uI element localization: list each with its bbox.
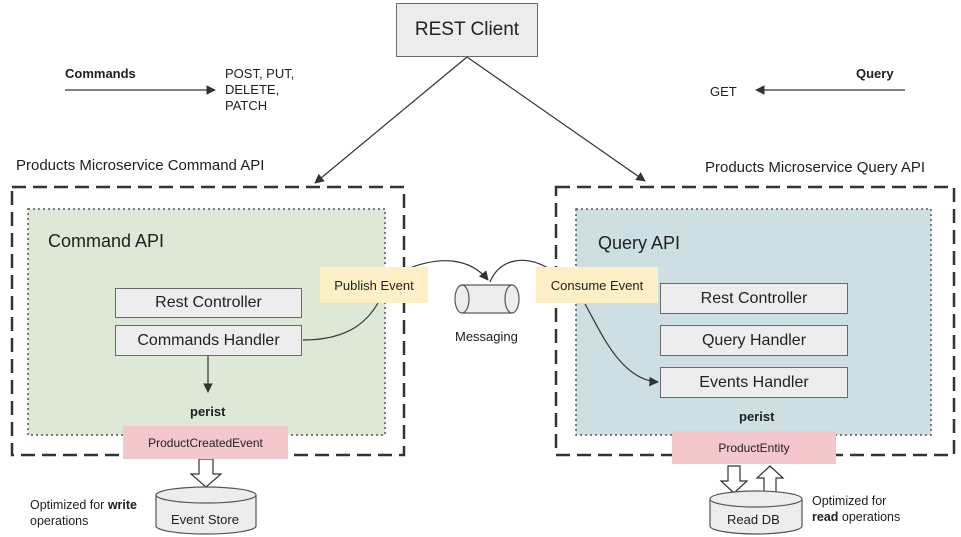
consume-event-tag: Consume Event: [536, 267, 658, 303]
read-note-suffix: operations: [838, 510, 901, 524]
commands-label: Commands: [65, 66, 136, 81]
command-service-title: Products Microservice Command API: [16, 157, 265, 174]
messaging-queue-icon: [454, 284, 520, 314]
event-store-cylinder: [155, 486, 257, 535]
publish-event-curve: [302, 302, 379, 341]
events-handler-box: Events Handler: [660, 367, 848, 398]
client-to-command-arrow: [314, 56, 468, 184]
query-handler-box: Query Handler: [660, 325, 848, 356]
commands-handler-label: Commands Handler: [137, 331, 280, 349]
read-db-label: Read DB: [727, 512, 780, 527]
publish-event-label: Publish Event: [334, 277, 414, 293]
query-persist-label: perist: [739, 409, 775, 424]
publish-to-messaging-arrow: [404, 260, 489, 281]
rest-client-label: REST Client: [414, 19, 520, 40]
product-entity-tag: ProductEntity: [672, 431, 836, 464]
write-note-bold: write: [107, 498, 137, 512]
command-rest-controller-box: Rest Controller: [115, 288, 302, 318]
consume-event-label: Consume Event: [550, 277, 644, 293]
command-api-label: Command API: [48, 231, 165, 251]
commands-methods-line-2: DELETE,: [225, 82, 280, 97]
product-entity-label: ProductEntity: [718, 440, 790, 455]
events-handler-label: Events Handler: [699, 373, 809, 391]
command-rest-controller-label: Rest Controller: [155, 294, 262, 311]
rest-client-box: REST Client: [396, 3, 538, 57]
product-created-event-tag: ProductCreatedEvent: [123, 426, 288, 459]
messaging-to-consume-curve: [489, 259, 549, 283]
query-label: Query: [856, 66, 894, 81]
write-optimized-note: Optimized for write operations: [30, 497, 137, 529]
client-to-query-arrow: [466, 56, 646, 182]
query-method: GET: [710, 84, 737, 99]
commands-methods-line-3: PATCH: [225, 98, 268, 113]
query-handler-label: Query Handler: [701, 331, 807, 349]
event-to-store-arrow: [189, 458, 223, 488]
query-service-title: Products Microservice Query API: [705, 159, 926, 176]
commands-methods-line-1: POST, PUT,: [225, 66, 295, 81]
read-db-cylinder: [709, 490, 803, 535]
commands-handler-box: Commands Handler: [115, 325, 302, 356]
query-rest-controller-box: Rest Controller: [660, 283, 848, 314]
product-created-event-label: ProductCreatedEvent: [148, 435, 263, 450]
query-rest-controller-label: Rest Controller: [700, 289, 808, 307]
publish-event-tag: Publish Event: [320, 267, 428, 303]
read-note-line-1: Optimized for: [812, 494, 887, 508]
read-note-bold: read: [812, 510, 839, 524]
entity-to-db-arrow: [719, 465, 749, 494]
consume-to-events-handler-arrow: [584, 303, 659, 387]
command-persist-label: perist: [190, 404, 226, 419]
command-service-boundary: [10, 185, 406, 457]
messaging-label: Messaging: [455, 329, 518, 344]
event-store-label: Event Store: [171, 512, 239, 527]
db-to-entity-arrow: [755, 465, 785, 494]
query-api-label: Query API: [598, 233, 681, 253]
read-optimized-note: Optimized for read operations: [812, 493, 900, 525]
write-note-line-2: operations: [30, 514, 89, 528]
write-note-prefix: Optimized for: [30, 498, 108, 512]
